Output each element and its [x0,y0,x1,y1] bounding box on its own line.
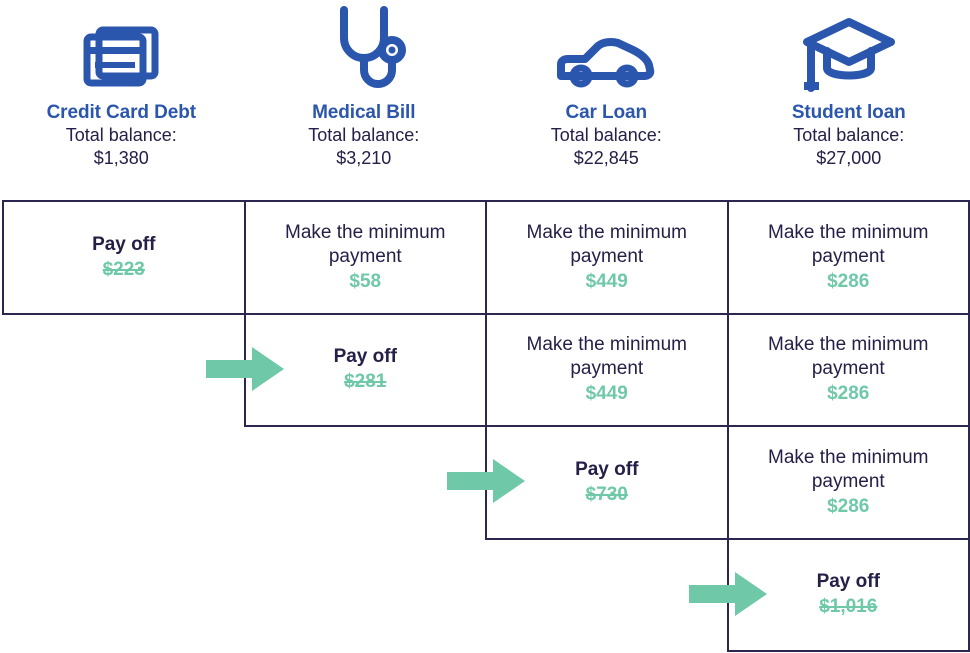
debt-balance-label: Total balance: [65,124,177,145]
schedule-cell: Pay off $281 [243,312,487,427]
graduation-cap-icon [799,0,899,96]
cell-action-minimum: Make the minimum payment [285,221,446,267]
debt-balance-value: $22,845 [573,147,639,168]
debt-balance-value: $3,210 [336,147,392,168]
debt-name: Student loan [791,102,906,123]
cell-amount: $286 [827,270,870,292]
cell-amount: $449 [585,383,628,405]
credit-card-icon [73,0,169,96]
cell-action-minimum: Make the minimum payment [768,334,929,380]
schedule-cell: Make the minimum payment $286 [726,312,970,427]
cell-action-minimum: Make the minimum payment [526,221,688,267]
debt-name: Car Loan [565,102,648,123]
debt-header-row: Credit Card Debt Total balance: $1,380 M… [0,0,970,198]
schedule-cell: Make the minimum payment $449 [485,312,729,427]
schedule-cell: Make the minimum payment $286 [726,200,970,315]
debt-balance-label: Total balance: [793,124,905,145]
schedule-cell: Pay off $1,016 [726,537,970,652]
cell-action-payoff: Pay off [333,346,397,368]
schedule-cell: Make the minimum payment $286 [726,425,970,540]
schedule-cell: Make the minimum payment $58 [243,200,487,315]
cell-amount: $730 [585,483,628,505]
cell-action-minimum: Make the minimum payment [768,221,929,267]
stethoscope-icon [316,0,412,96]
cell-amount: $223 [102,258,145,280]
schedule-cell: Make the minimum payment $449 [485,200,729,315]
cell-action-minimum: Make the minimum payment [768,446,929,492]
schedule-cell: Pay off $730 [485,425,729,540]
debt-name: Medical Bill [312,102,416,123]
cell-action-payoff: Pay off [575,458,639,480]
cell-amount: $449 [585,270,628,292]
debt-balance-value: $1,380 [93,147,149,168]
cell-amount: $1,016 [819,596,878,618]
cell-amount: $286 [827,495,870,517]
cell-action-minimum: Make the minimum payment [526,334,688,380]
car-icon [551,0,661,96]
debt-name: Credit Card Debt [46,102,196,123]
schedule-cell: Pay off $223 [2,200,246,315]
debt-column-student-loan: Student loan Total balance: $27,000 [728,0,970,198]
cell-amount: $58 [349,270,382,292]
cell-action-payoff: Pay off [816,571,880,593]
debt-balance-value: $27,000 [816,147,882,168]
cell-amount: $281 [344,371,387,393]
debt-column-medical-bill: Medical Bill Total balance: $3,210 [243,0,486,198]
cell-action-payoff: Pay off [92,233,156,255]
cell-amount: $286 [827,383,870,405]
debt-balance-label: Total balance: [550,124,662,145]
debt-balance-label: Total balance: [308,124,420,145]
debt-column-car-loan: Car Loan Total balance: $22,845 [485,0,728,198]
debt-column-credit-card: Credit Card Debt Total balance: $1,380 [0,0,243,198]
